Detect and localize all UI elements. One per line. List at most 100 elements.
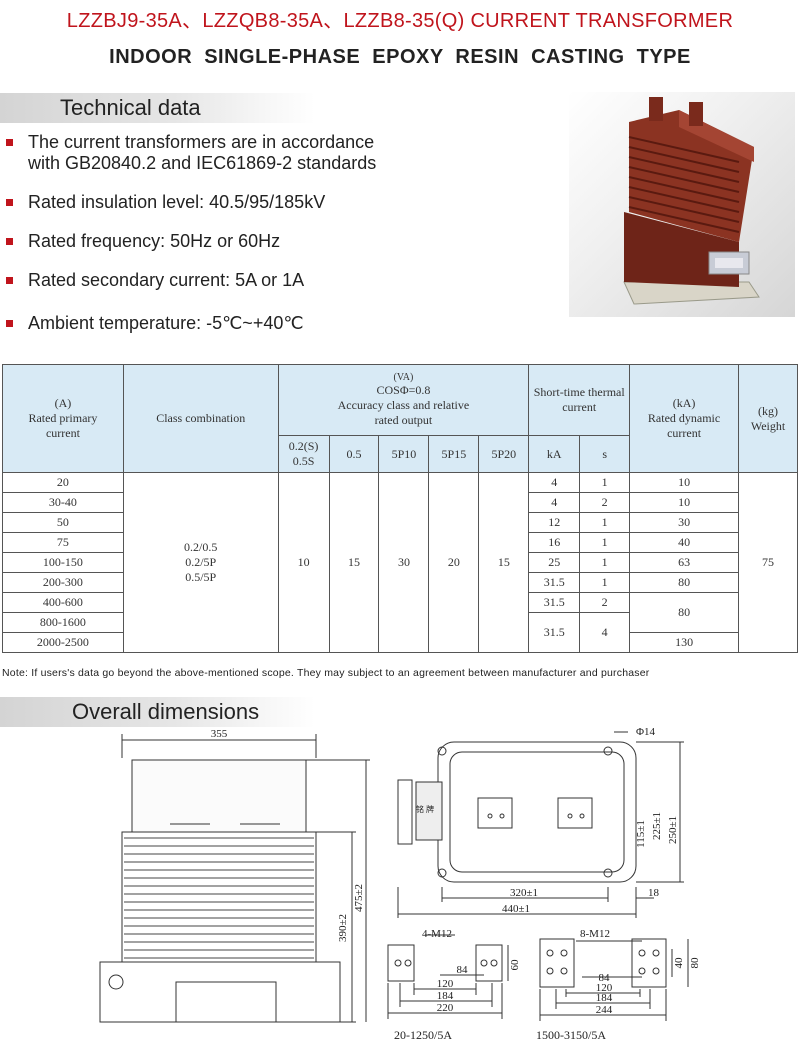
output-5p20-cell: 15 <box>478 472 530 653</box>
thermal-s-cell: 1 <box>579 532 631 553</box>
terminal-a-drawing: 4-M12 84 120 184 220 60 20-1250/5A <box>387 928 521 1042</box>
dynamic-cell: 80 <box>629 572 740 593</box>
dim-220-a: 220 <box>437 1002 454 1014</box>
dynamic-cell: 130 <box>629 632 740 653</box>
dim-front-body-height: 390±2 <box>337 914 349 942</box>
bullet-text: Ambient temperature: -5℃~+40℃ <box>28 313 304 333</box>
dynamic-cell: 10 <box>629 492 740 513</box>
thermal-ka-cell: 12 <box>528 512 581 533</box>
bullet-temperature: Ambient temperature: -5℃~+40℃ <box>6 312 446 334</box>
bullet-marker <box>6 238 13 245</box>
thermal-s-header: s <box>579 435 631 473</box>
dim-184-b: 184 <box>596 992 613 1004</box>
terminal-b-drawing: 8-M12 84 120 184 244 40 80 1500-3150/5A <box>536 928 701 1042</box>
dim-120-a: 120 <box>437 978 454 990</box>
primary-current-cell: 800-1600 <box>2 612 124 633</box>
bullet-secondary-current: Rated secondary current: 5A or 1A <box>6 269 446 291</box>
primary-current-cell: 200-300 <box>2 572 124 593</box>
technical-data-heading: Technical data <box>60 95 201 120</box>
thermal-ka-cell: 25 <box>528 552 581 573</box>
thermal-ka-cell: 31.5 <box>528 572 581 593</box>
primary-current-header: (A)Rated primary current <box>2 364 124 473</box>
dim-front-total-height: 475±2 <box>353 884 365 912</box>
thermal-s-cell: 1 <box>579 552 631 573</box>
overall-dimensions-header: Overall dimensions <box>0 697 315 727</box>
thermal-s-cell: 2 <box>579 592 631 613</box>
output-5p10-cell: 30 <box>378 472 430 653</box>
bullet-marker <box>6 199 13 206</box>
dim-84-b: 84 <box>599 972 611 984</box>
class-02s-header: 0.2(S)0.5S <box>277 435 330 473</box>
thermal-ka-cell: 31.5 <box>528 592 581 613</box>
dim-115: 115±1 <box>635 820 647 848</box>
accuracy-header: (VA) COSΦ=0.8 Accuracy class and relativ… <box>277 364 530 436</box>
output-02s-cell: 10 <box>277 472 330 653</box>
bullet-standards: The current transformers are in accordan… <box>6 131 446 175</box>
dim-hole-diameter: Φ14 <box>636 726 656 738</box>
thermal-ka-header: kA <box>528 435 581 473</box>
primary-current-cell: 2000-2500 <box>2 632 124 653</box>
bullet-text: Rated secondary current: 5A or 1A <box>28 270 305 290</box>
overall-dimensions-heading: Overall dimensions <box>72 699 260 724</box>
product-photo <box>569 92 795 317</box>
class-5p15-header: 5P15 <box>428 435 480 473</box>
bullet-insulation: Rated insulation level: 40.5/95/185kV <box>6 191 446 213</box>
primary-current-cell: 20 <box>2 472 124 493</box>
caption-a: 20-1250/5A <box>394 1028 452 1042</box>
dim-440: 440±1 <box>502 903 530 915</box>
weight-cell: 75 <box>738 472 798 653</box>
bullet-text: Rated frequency: 50Hz or 60Hz <box>28 231 281 251</box>
front-view-drawing: 355 390±2 475±2 <box>99 728 370 1023</box>
bullet-marker <box>6 139 13 146</box>
class-5p20-header: 5P20 <box>478 435 530 473</box>
dim-80-b: 80 <box>689 957 701 969</box>
bullet-text: Rated insulation level: 40.5/95/185kV <box>28 192 326 212</box>
bullet-text: with GB20840.2 and IEC61869-2 standards <box>28 153 377 173</box>
bullet-frequency: Rated frequency: 50Hz or 60Hz <box>6 230 446 252</box>
caption-b: 1500-3150/5A <box>536 1028 606 1042</box>
dynamic-cell: 40 <box>629 532 740 553</box>
dim-120-b: 120 <box>596 982 613 994</box>
dim-250: 250±1 <box>667 816 679 844</box>
bullet-text: The current transformers are in accordan… <box>28 132 375 152</box>
page-subtitle: INDOOR SINGLE-PHASE EPOXY RESIN CASTING … <box>109 46 691 68</box>
thermal-ka-cell: 4 <box>528 492 581 513</box>
thread-label-b: 8-M12 <box>580 928 610 940</box>
thread-label-a: 4-M12 <box>422 928 452 940</box>
short-time-header: Short-time thermal current <box>528 364 631 436</box>
dim-225: 225±1 <box>651 812 663 840</box>
dynamic-cell: 80 <box>629 592 740 633</box>
thermal-s-cell: 1 <box>579 572 631 593</box>
thermal-s-cell: 2 <box>579 492 631 513</box>
dynamic-cell: 30 <box>629 512 740 533</box>
dynamic-cell: 63 <box>629 552 740 573</box>
dim-244-b: 244 <box>596 1004 613 1016</box>
technical-table: (A)Rated primary current Class combinati… <box>2 364 798 653</box>
dynamic-cell: 10 <box>629 472 740 493</box>
nameplate-label: 铭 牌 <box>416 804 434 814</box>
technical-data-header: Technical data <box>0 93 315 123</box>
class-combination-header: Class combination <box>122 364 279 473</box>
primary-current-cell: 75 <box>2 532 124 553</box>
thermal-ka-cell: 31.5 <box>528 612 581 653</box>
dim-60-a: 60 <box>509 959 521 971</box>
weight-header: (kg)Weight <box>738 364 798 473</box>
dim-front-width: 355 <box>211 728 228 740</box>
bullet-marker <box>6 320 13 327</box>
class-05-header: 0.5 <box>328 435 380 473</box>
thermal-ka-cell: 16 <box>528 532 581 553</box>
dim-320: 320±1 <box>510 887 538 899</box>
note-text: Note: If users's data go beyond the abov… <box>2 667 650 679</box>
primary-current-cell: 30-40 <box>2 492 124 513</box>
top-view-drawing: 铭 牌 Φ14 115±1 225±1 250±1 320±1 440±1 18 <box>397 726 684 918</box>
dim-18: 18 <box>648 887 660 899</box>
primary-current-cell: 400-600 <box>2 592 124 613</box>
thermal-ka-cell: 4 <box>528 472 581 493</box>
dynamic-current-header: (kA)Rated dynamic current <box>629 364 740 473</box>
dim-40-b: 40 <box>673 957 685 969</box>
output-5p15-cell: 20 <box>428 472 480 653</box>
current-transformer-image <box>623 97 760 305</box>
primary-current-cell: 100-150 <box>2 552 124 573</box>
page-title: LZZBJ9-35A、LZZQB8-35A、LZZB8-35(Q) CURREN… <box>66 10 734 32</box>
